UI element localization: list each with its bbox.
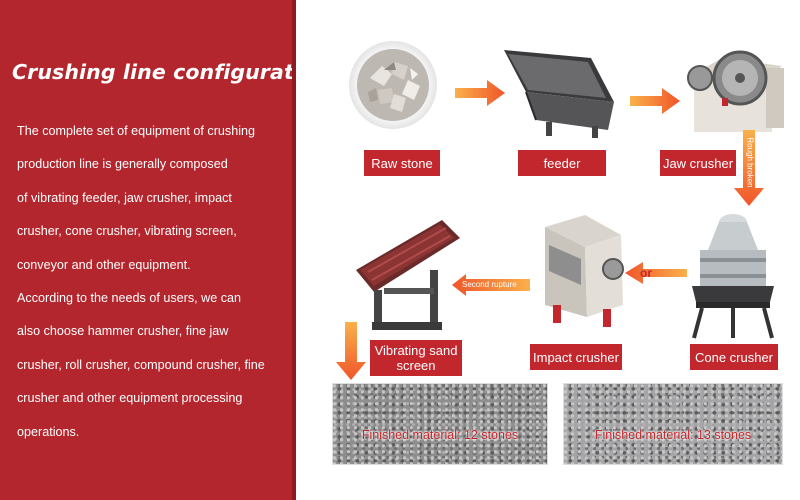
arrow-label-rough-broken: Rough broken (745, 137, 755, 188)
description-line: crusher, roll crusher, compound crusher,… (17, 357, 265, 372)
description-line: of vibrating feeder, jaw crusher, impact (17, 190, 232, 205)
label-impact-crusher: Impact crusher (530, 344, 622, 370)
description-line: crusher, cone crusher, vibrating screen, (17, 224, 237, 239)
caption-12-stones: Finished material: 12 stones (361, 428, 519, 442)
arrow-to-finished-material (336, 322, 366, 380)
arrow-rough-broken (734, 130, 764, 206)
label-feeder: feeder (518, 150, 606, 176)
description-line: The complete set of equipment of crushin… (17, 124, 256, 138)
label-vibrating-sand-screen: Vibrating sand screen (370, 340, 462, 376)
vibrating-screen-image (356, 220, 460, 330)
arrow-second-rupture (452, 274, 530, 296)
feeder-image (504, 50, 614, 138)
description-line: crusher and other equipment processing (17, 391, 243, 406)
arrow-to-jaw-crusher (630, 88, 680, 114)
process-flow-diagram: Rough broken or Second rupture Raw stone… (300, 0, 800, 500)
left-info-panel: Crushing line configuration The complete… (0, 0, 330, 500)
finished-material-12-stones: Finished material: 12 stones (332, 383, 548, 465)
label-line: Vibrating sand (374, 343, 458, 358)
label-line: screen (396, 358, 436, 373)
description-line: also choose hammer crusher, fine jaw (17, 324, 229, 339)
label-raw-stone: Raw stone (364, 150, 440, 176)
description-line: production line is generally composed (17, 157, 228, 172)
description-line: conveyor and other equipment. (17, 257, 191, 272)
description-text: The complete set of equipment of crushin… (17, 122, 287, 456)
impact-crusher-image (545, 215, 624, 327)
label-cone-crusher: Cone crusher (690, 344, 778, 370)
description-line: operations. (17, 424, 80, 439)
arrow-label-second-rupture: Second rupture (462, 280, 517, 289)
cone-crusher-image (692, 214, 774, 339)
label-jaw-crusher: Jaw crusher (660, 150, 736, 176)
panel-title: Crushing line configuration (12, 60, 330, 84)
jaw-crusher-image (687, 50, 784, 132)
caption-13-stones: Finished material: 13 stones (594, 428, 752, 442)
finished-material-13-stones: Finished material: 13 stones (563, 383, 783, 465)
arrow-label-or: or (640, 266, 652, 280)
description-line: According to the needs of users, we can (17, 290, 242, 305)
arrow-cone-to-impact (625, 262, 687, 284)
arrow-to-feeder (455, 80, 505, 106)
raw-stone-image (349, 41, 437, 129)
